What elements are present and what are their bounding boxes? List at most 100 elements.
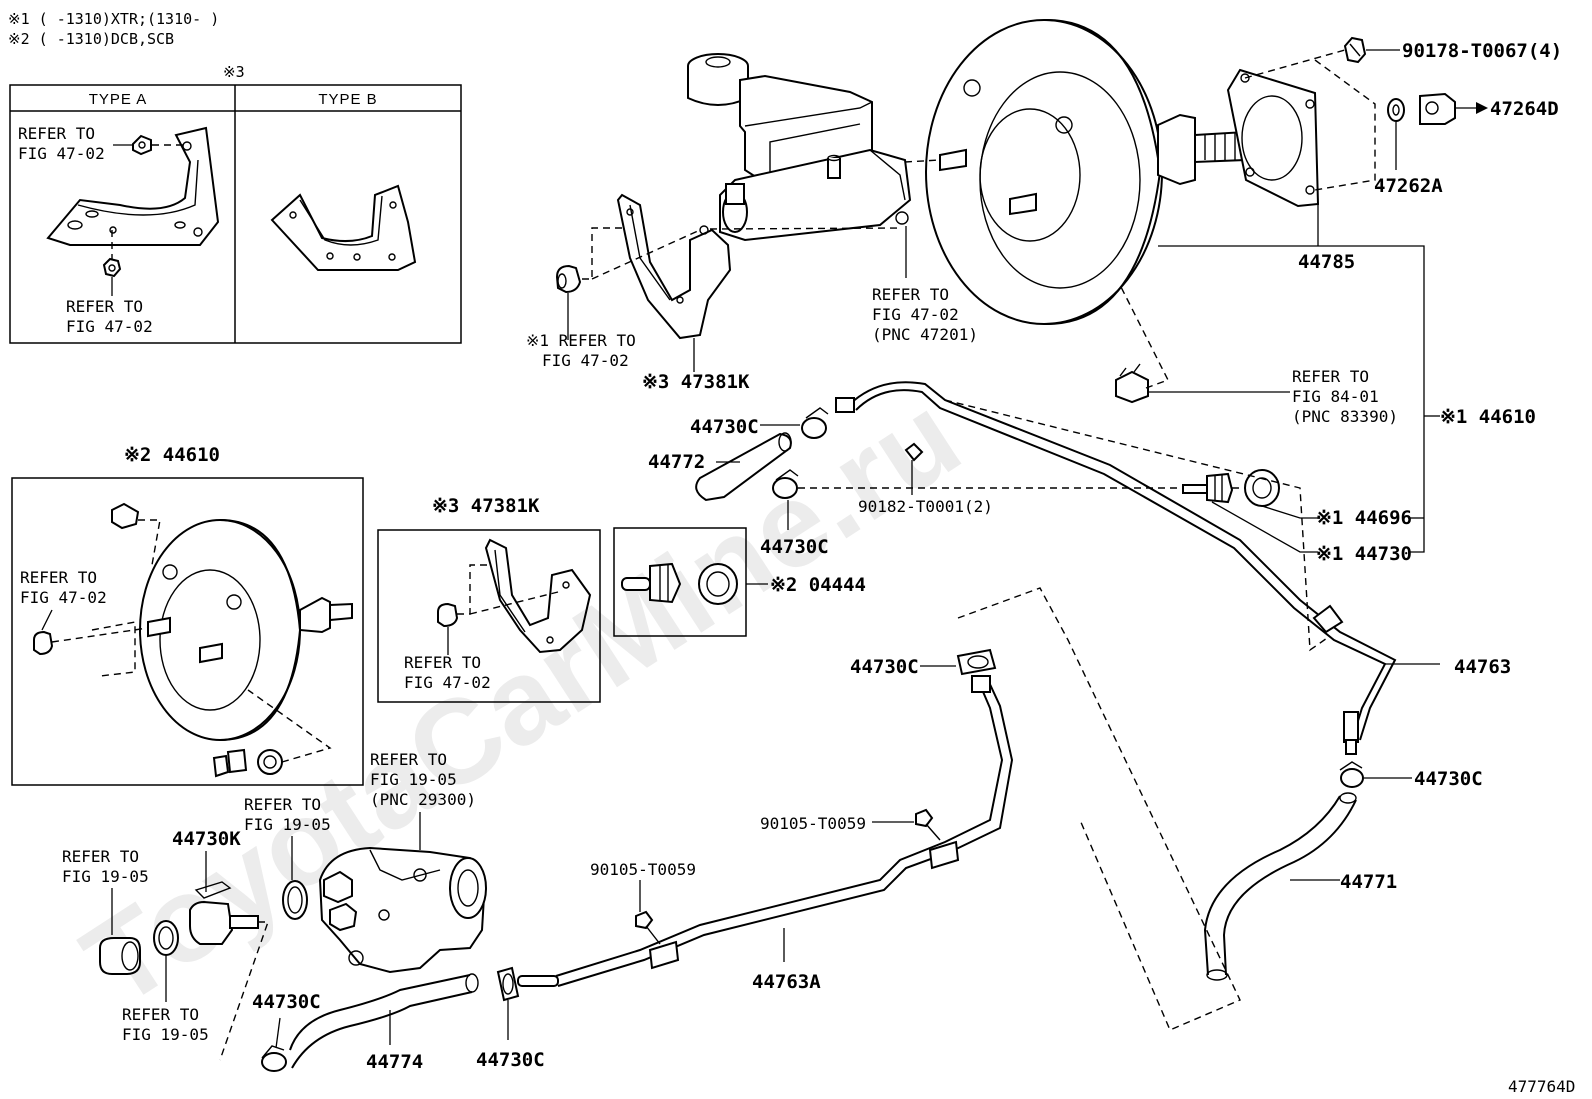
o-ring-icon xyxy=(282,880,308,920)
ref-type-a-2-line2: FIG 47-02 xyxy=(66,317,153,336)
part-44774: 44774 xyxy=(366,1051,423,1073)
part-44772: 44772 xyxy=(648,451,705,473)
ref-fig-19-05-c-line1: REFER TO xyxy=(122,1005,199,1024)
bracket-type-b xyxy=(270,184,417,271)
bracket-box xyxy=(377,529,601,703)
part-44730c-f: 44730C xyxy=(252,991,321,1013)
nut-icon xyxy=(437,602,459,628)
ref-fig-84-01-line3: (PNC 83390) xyxy=(1292,407,1398,426)
nut-icon xyxy=(132,134,152,156)
clip-icon xyxy=(904,442,924,462)
type-b-header: TYPE B xyxy=(318,91,377,108)
valve-box xyxy=(613,527,747,637)
type-box-marker: ※3 xyxy=(223,63,245,81)
part-47262a: 47262A xyxy=(1374,175,1443,197)
type-a-header: TYPE A xyxy=(89,91,148,108)
vacuum-tube-44763a xyxy=(517,675,1014,987)
ref-type-a-1-line1: REFER TO xyxy=(18,124,95,143)
ref-fig-47-02-pnc-line1: REFER TO xyxy=(872,285,949,304)
ref-fig-47-02-box-line1: REFER TO xyxy=(20,568,97,587)
nut-icon xyxy=(1343,36,1367,64)
bracket-47381k xyxy=(616,193,732,340)
vacuum-tube-44763 xyxy=(835,381,1397,755)
ref-fig-19-05-b-line1: REFER TO xyxy=(62,847,139,866)
nut-icon xyxy=(555,264,582,294)
brake-booster xyxy=(925,18,1246,326)
cap-icon xyxy=(99,937,141,975)
ref-type-a-1-line2: FIG 47-02 xyxy=(18,144,105,163)
part-47381k-top: ※3 47381K xyxy=(642,371,750,393)
part-44730k: 44730K xyxy=(172,828,241,850)
part-90178: 90178-T0067(4) xyxy=(1402,40,1562,62)
union-fitting xyxy=(189,881,259,945)
part-44730: ※1 44730 xyxy=(1316,543,1412,565)
part-44730c-b: 44730C xyxy=(760,536,829,558)
vacuum-pump xyxy=(318,846,487,974)
part-44771: 44771 xyxy=(1340,871,1397,893)
part-47381k-box: ※3 47381K xyxy=(432,495,540,517)
part-90105-a: 90105-T0059 xyxy=(760,814,866,833)
ref-fig-19-05-pnc-line2: FIG 19-05 xyxy=(370,770,457,789)
sensor-icon xyxy=(1115,363,1149,404)
ref-fig-47-02-left-line1: ※1 REFER TO xyxy=(526,331,636,350)
hose-44771 xyxy=(1203,792,1357,981)
clamp-icon xyxy=(261,1045,287,1072)
part-44730c-c: 44730C xyxy=(850,656,919,678)
part-90182: 90182-T0001(2) xyxy=(858,497,993,516)
ref-fig-84-01-line2: FIG 84-01 xyxy=(1292,387,1379,406)
part-44763a: 44763A xyxy=(752,971,821,993)
ref-fig-19-05-c-line2: FIG 19-05 xyxy=(122,1025,209,1044)
clamp-icon xyxy=(1339,761,1364,788)
clevis-icon xyxy=(1419,92,1456,125)
note-1: ※1 ( -1310)XTR;(1310- ) xyxy=(8,10,219,28)
part-44730c-a: 44730C xyxy=(690,416,759,438)
part-44696: ※1 44696 xyxy=(1316,507,1412,529)
part-90105-b: 90105-T0059 xyxy=(590,860,696,879)
ref-fig-19-05-a-line2: FIG 19-05 xyxy=(244,815,331,834)
note-2: ※2 ( -1310)DCB,SCB xyxy=(8,30,174,48)
booster-box-left xyxy=(11,477,364,786)
booster-left xyxy=(139,519,353,741)
grommet-icon xyxy=(698,563,738,605)
part-44763: 44763 xyxy=(1454,656,1511,678)
ref-fig-47-02-left-line2: FIG 47-02 xyxy=(542,351,629,370)
hose-44774 xyxy=(289,973,479,1069)
ref-fig-19-05-pnc-line1: REFER TO xyxy=(370,750,447,769)
clamp-icon xyxy=(772,469,799,499)
nut-icon xyxy=(33,630,54,656)
bolt-icon xyxy=(915,808,941,841)
diagram-id: 477764D xyxy=(1508,1077,1575,1096)
bracket-type-a xyxy=(46,126,220,246)
part-44785: 44785 xyxy=(1298,251,1355,273)
part-47264d: 47264D xyxy=(1490,98,1559,120)
bracket-47381k-small xyxy=(484,538,592,654)
part-44610-left: ※2 44610 xyxy=(124,444,220,466)
check-valve xyxy=(1182,472,1234,504)
grommet-icon xyxy=(257,749,283,775)
clamp-icon xyxy=(801,407,829,439)
clamp-icon xyxy=(956,648,997,676)
ref-fig-47-02-pnc-line2: FIG 47-02 xyxy=(872,305,959,324)
part-44610-right: ※1 44610 xyxy=(1440,406,1536,428)
ref-fig-19-05-a-line1: REFER TO xyxy=(244,795,321,814)
ref-fig-47-02-box2-line2: FIG 47-02 xyxy=(404,673,491,692)
check-valve xyxy=(621,562,682,604)
part-44730c-e: 44730C xyxy=(476,1049,545,1071)
nut-icon xyxy=(1387,98,1405,122)
part-04444: ※2 04444 xyxy=(770,574,866,596)
ref-fig-84-01-line1: REFER TO xyxy=(1292,367,1369,386)
hose-44772 xyxy=(695,432,792,502)
master-cylinder xyxy=(687,53,912,242)
clamp-icon xyxy=(496,966,520,1002)
nut-icon xyxy=(102,257,122,278)
type-box: ※3 TYPE A TYPE B REFER TO FIG xyxy=(9,63,462,344)
gasket-44785 xyxy=(1226,68,1320,208)
bolt-icon xyxy=(635,910,661,945)
check-valve xyxy=(212,748,248,778)
ref-type-a-2-line1: REFER TO xyxy=(66,297,143,316)
ref-fig-19-05-b-line2: FIG 19-05 xyxy=(62,867,149,886)
ref-fig-19-05-pnc-line3: (PNC 29300) xyxy=(370,790,476,809)
ref-fig-47-02-pnc-line3: (PNC 47201) xyxy=(872,325,978,344)
o-ring-icon xyxy=(153,920,179,956)
